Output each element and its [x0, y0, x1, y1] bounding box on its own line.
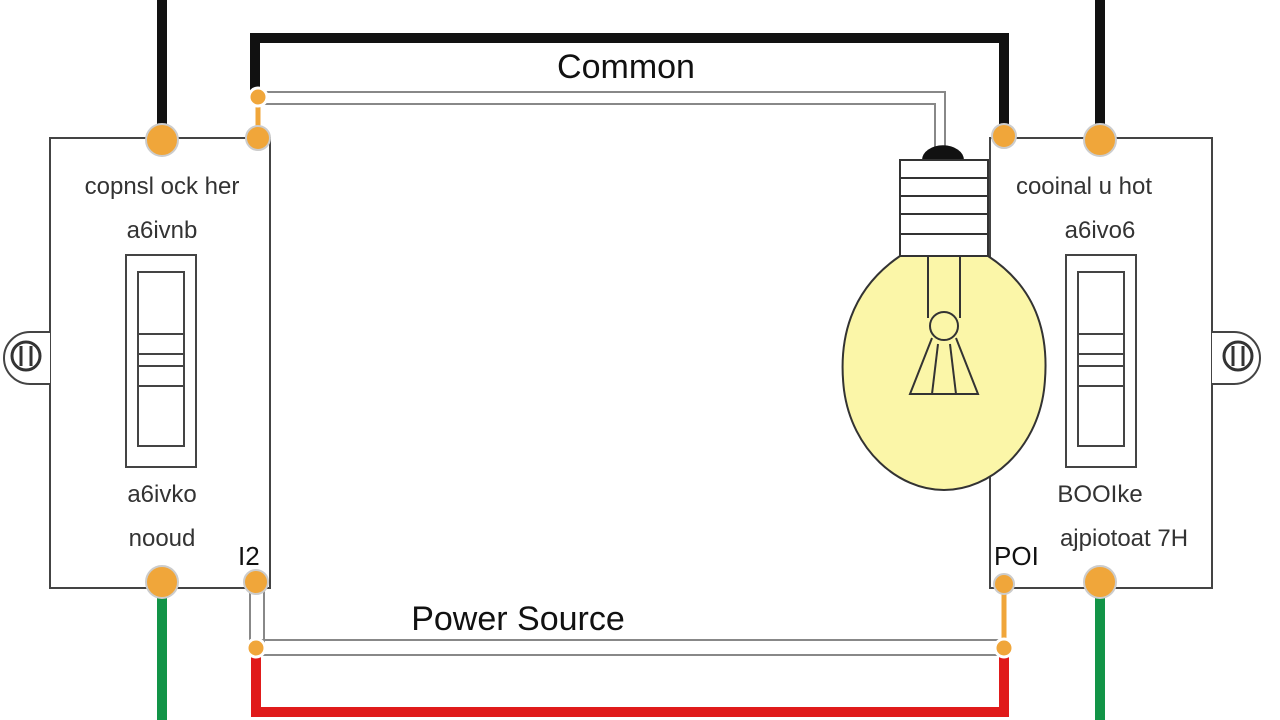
right-switch-line2: a6ivo6 — [1065, 217, 1136, 244]
light-bulb-icon — [841, 145, 1047, 492]
left-top-wire-node — [247, 86, 269, 108]
right-mount-screw-icon — [1222, 340, 1254, 372]
terminals — [145, 86, 1117, 659]
left-switch-line4: nooud — [129, 525, 196, 552]
right-switch-line1: cooinal u hot — [1016, 173, 1152, 200]
top-white-wire-inner — [258, 103, 936, 150]
left-common-screw-icon — [245, 125, 271, 151]
right-bottom-wire-node — [993, 637, 1015, 659]
right-top-screw-icon — [1083, 123, 1117, 157]
power-source-red-wire — [251, 648, 1009, 717]
power-source-label: Power Source — [411, 600, 625, 638]
left-switch-line2: a6ivnb — [127, 217, 198, 244]
left-bottom-terminal-icon — [243, 569, 269, 595]
right-bottom-screw-icon — [1083, 565, 1117, 599]
left-switch: copnsl ock her a6ivnb a6ivko nooud — [3, 137, 271, 589]
top-white-wire — [258, 91, 946, 150]
left-mount-screw-icon — [10, 340, 42, 372]
right-switch-line3: BOOIke — [1057, 481, 1142, 508]
common-wire — [250, 33, 1009, 135]
left-top-screw-icon — [145, 123, 179, 157]
left-bottom-screw-icon — [145, 565, 179, 599]
left-terminal-label: I2 — [238, 541, 260, 571]
left-switch-line1: copnsl ock her — [85, 173, 240, 200]
right-switch: cooinal u hot a6ivo6 BOOIke ajpiotoat 7H — [989, 137, 1261, 589]
right-terminal-label: POI — [994, 541, 1039, 571]
left-switch-line3: a6ivko — [127, 481, 196, 508]
right-common-screw-icon — [991, 123, 1017, 149]
common-label: Common — [557, 48, 695, 86]
left-bottom-wire-node — [245, 637, 267, 659]
right-bottom-terminal-icon — [993, 573, 1015, 595]
right-switch-line4: ajpiotoat 7H — [1060, 525, 1188, 552]
